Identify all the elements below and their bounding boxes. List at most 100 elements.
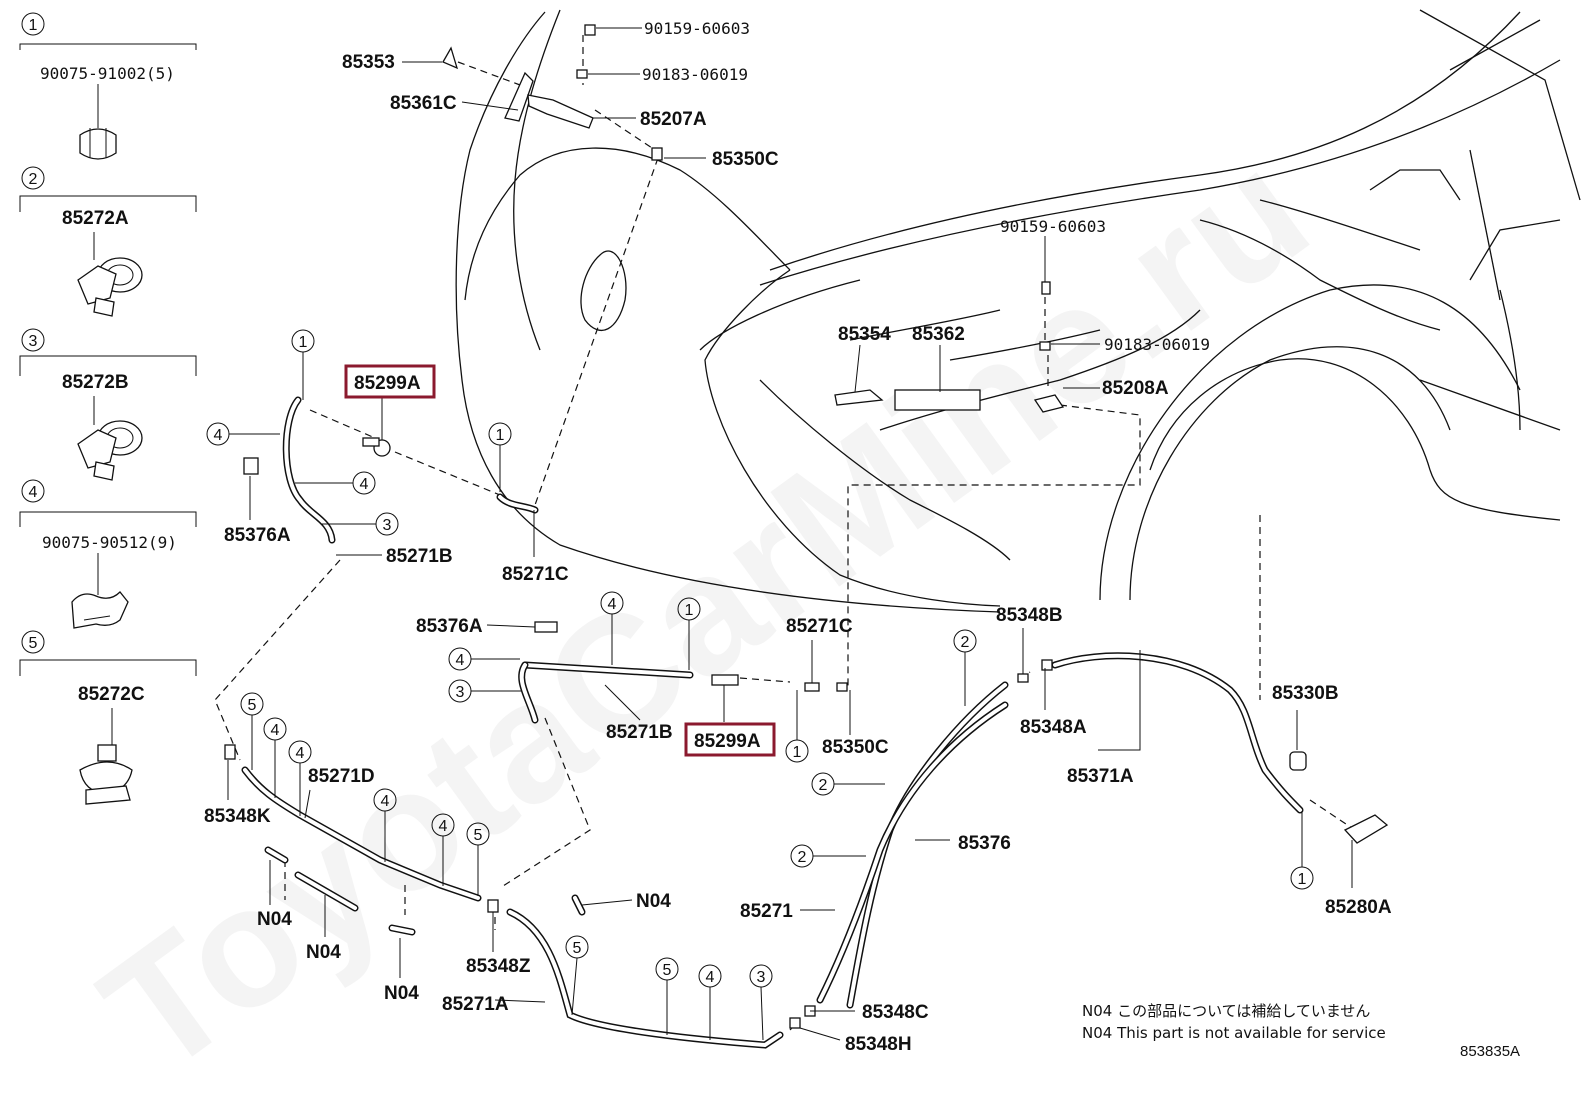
callout-c1e[interactable]: 1 [1290,812,1314,890]
part-label-85207A[interactable]: 85207A [640,109,707,130]
part-label-85354[interactable]: 85354 [838,324,891,345]
part-label-85361C[interactable]: 85361C [390,93,457,114]
callout-c1a[interactable]: 1 [291,329,315,400]
legend-item-5[interactable]: 5 85272C [19,630,197,805]
highlight-box [344,364,436,399]
hose-clip-icon [77,420,143,481]
callout-number: 4 [360,476,369,493]
callout-c4i[interactable]: 4 [698,964,722,1040]
callout-number: 2 [819,777,828,794]
part-label-85330B[interactable]: 85330B [1272,683,1339,704]
callout-number: 5 [663,962,672,979]
part-label-85271C[interactable]: 85271C [502,564,569,585]
part-label-85271[interactable]: 85271 [740,901,793,922]
part-label-85348B[interactable]: 85348B [996,605,1063,626]
nozzle-bracket-icon [894,389,981,411]
callout-c5d[interactable]: 5 [655,957,679,1035]
callout-number: 4 [706,969,715,986]
part-label-85348A[interactable]: 85348A [1020,717,1087,738]
legend-item-2[interactable]: 2 85272A [19,166,197,317]
part-label-85348H[interactable]: 85348H [845,1034,912,1055]
hose-85271 [816,701,1009,1004]
legend-item-3[interactable]: 3 85272B [19,328,197,481]
part-label-85348Z[interactable]: 85348Z [466,956,531,977]
callout-c3c[interactable]: 3 [749,964,773,1041]
part-label-N04[interactable]: N04 [636,891,671,912]
legend-item-1[interactable]: 1 90075-91002(5) [19,12,197,160]
callout-c4c[interactable]: 4 [600,591,624,665]
callout-c1c[interactable]: 1 [677,597,701,670]
legend-part-label: 85272B [62,372,129,393]
part-label-85353[interactable]: 85353 [342,52,395,73]
callout-c5a[interactable]: 5 [240,692,264,770]
part-label-85271D[interactable]: 85271D [308,766,375,787]
part-label-85348K[interactable]: 85348K [204,806,271,827]
clip-icon [534,621,558,633]
part-label-85376[interactable]: 85376 [958,833,1011,854]
callout-number: 2 [961,634,970,651]
callout-c4d[interactable]: 4 [448,647,520,671]
part-label-90159-60603[interactable]: 90159-60603 [1000,217,1106,236]
part-label-N04[interactable]: N04 [257,909,292,930]
part-label-85299A-highlighted[interactable]: 85299A [694,731,761,752]
callout-number: 5 [474,827,483,844]
part-label-85350C[interactable]: 85350C [712,149,779,170]
callout-number: 4 [456,652,465,669]
callout-c5c[interactable]: 5 [565,935,589,1016]
part-label-85350C[interactable]: 85350C [822,737,889,758]
notes: N04 この部品については補給していません N04 This part is n… [1082,1002,1520,1060]
clip-icon [243,457,259,475]
routing-lines [214,35,1356,1031]
legend-num: 5 [29,635,38,652]
legend-part-label: 85272C [78,684,145,705]
callout-c1b[interactable]: 1 [488,422,512,492]
joint-icon [1041,659,1053,671]
hose-85271B-mid [518,661,694,724]
washer-pump-icon [1343,814,1389,844]
part-label-N04[interactable]: N04 [306,942,341,963]
callout-number: 5 [573,940,582,957]
grommet-icon [1289,751,1307,771]
part-label-85271B[interactable]: 85271B [386,546,453,567]
callout-c4b[interactable]: 4 [295,471,376,495]
callout-c2c[interactable]: 2 [790,844,866,868]
part-label-90183-06019[interactable]: 90183-06019 [1104,335,1210,354]
callout-c4e[interactable]: 4 [263,717,287,798]
part-label-90183-06019[interactable]: 90183-06019 [642,65,748,84]
nozzle-icon [1033,394,1065,413]
callout-c3a[interactable]: 3 [322,512,399,536]
part-label-85362[interactable]: 85362 [912,324,965,345]
callout-c4a[interactable]: 4 [206,422,280,446]
legend-item-4[interactable]: 4 90075-90512(9) [19,479,197,629]
callout-number: 3 [757,969,766,986]
legend-num: 1 [29,17,38,34]
callout-c4g[interactable]: 4 [373,788,397,862]
callout-c3b[interactable]: 3 [448,679,522,703]
part-label-85348C[interactable]: 85348C [862,1002,929,1023]
nut-icon [1039,341,1051,351]
legend-num: 2 [29,171,38,188]
part-label-85280A[interactable]: 85280A [1325,897,1392,918]
part-label-90159-60603[interactable]: 90159-60603 [644,19,750,38]
bolt-icon [584,24,596,36]
part-label-85299A-highlighted[interactable]: 85299A [354,373,421,394]
part-label-85371A[interactable]: 85371A [1067,766,1134,787]
callout-c5b[interactable]: 5 [466,822,490,896]
part-label-85376A[interactable]: 85376A [224,525,291,546]
part-label-85271A[interactable]: 85271A [442,994,509,1015]
nozzle-icon [527,94,594,129]
part-label-85271B[interactable]: 85271B [606,722,673,743]
callout-c2a[interactable]: 2 [953,629,977,706]
callout-number: 4 [608,596,617,613]
callout-c1d[interactable]: 1 [785,690,809,763]
clip-icon [79,744,133,805]
part-label-85376A[interactable]: 85376A [416,616,483,637]
clip-callouts: 1 4 4 3 1 4 1 4 3 1 2 2 2 5 4 4 4 4 5 5 … [206,329,1314,1041]
callout-number: 1 [685,602,694,619]
callout-c4h[interactable]: 4 [431,813,455,886]
part-label-85208A[interactable]: 85208A [1102,378,1169,399]
part-label-85271C[interactable]: 85271C [786,616,853,637]
callout-c2b[interactable]: 2 [811,772,885,796]
part-label-N04[interactable]: N04 [384,983,419,1004]
callout-c4f[interactable]: 4 [288,740,312,816]
